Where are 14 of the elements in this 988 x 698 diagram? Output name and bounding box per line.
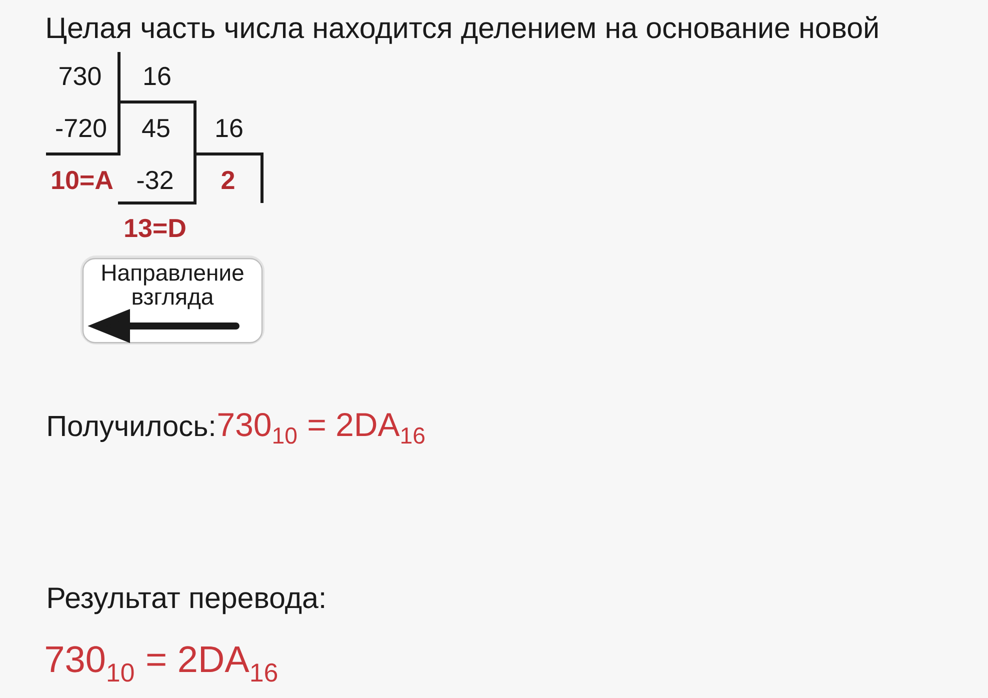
label-text: Результат перевода: bbox=[48, 588, 324, 614]
hex-digit: 10=A bbox=[52, 170, 113, 190]
label-text: Получилось: bbox=[48, 416, 214, 442]
title: Целая часть числа находится делением на основание новой bbox=[48, 16, 878, 44]
direction-box: Направление взгляда bbox=[80, 256, 264, 344]
equation: 730$_{10}$ = 2DA$_{16}$ bbox=[218, 412, 424, 444]
equation: 730$_{10}$ = 2DA$_{16}$ bbox=[46, 646, 278, 682]
number: 45 bbox=[142, 119, 170, 138]
number: 730 bbox=[60, 66, 101, 86]
hex-digit: 2 bbox=[222, 170, 234, 189]
number: 16 bbox=[144, 66, 170, 86]
number: 16 bbox=[216, 118, 242, 138]
number: -32 bbox=[137, 170, 172, 190]
number: -720 bbox=[56, 118, 106, 138]
